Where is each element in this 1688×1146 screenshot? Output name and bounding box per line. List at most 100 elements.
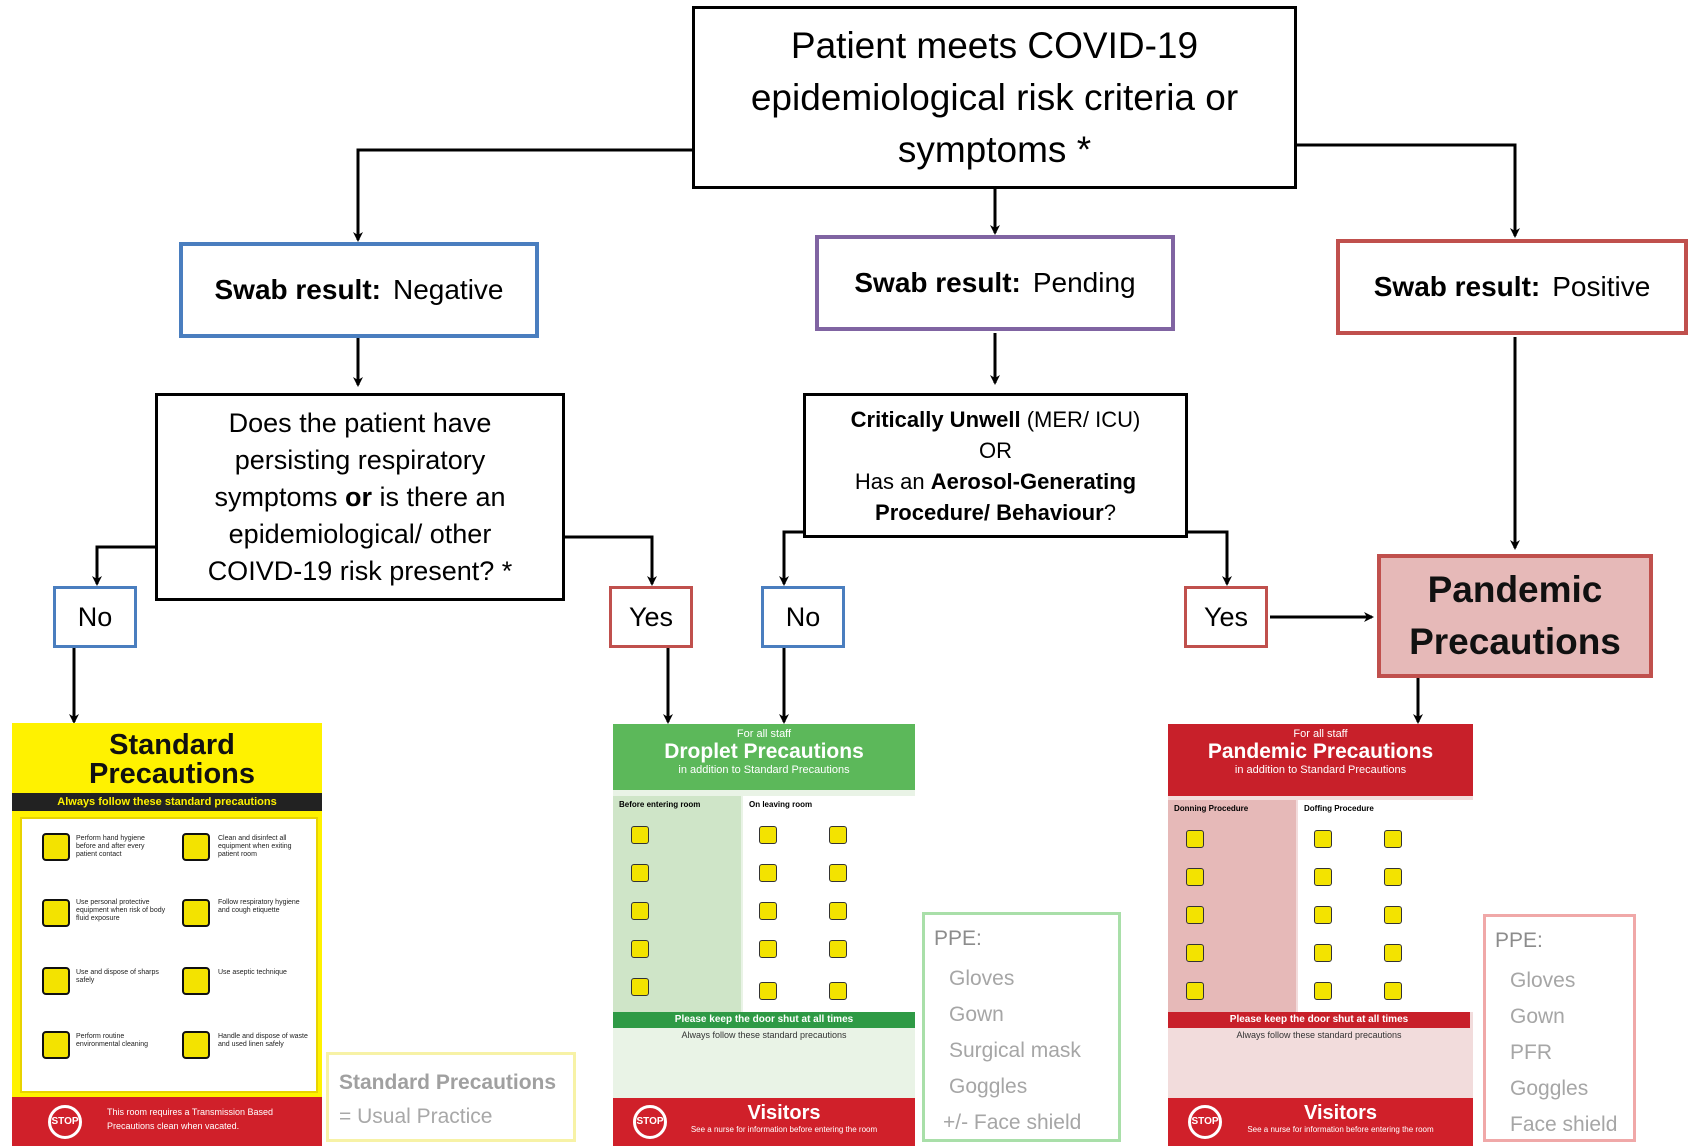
answer-yes-left: Yes <box>609 586 693 648</box>
question-line-4: epidemiological/ other <box>228 518 492 549</box>
standard-note-line-1: Standard Precautions <box>339 1071 557 1094</box>
poster-item: Use and dispose of sharps safely <box>76 969 159 984</box>
poster-visitors-bar: STOP Visitors See a nurse for informatio… <box>613 1098 915 1146</box>
poster-column-right: On leaving room <box>743 796 915 1012</box>
step-icon <box>1186 982 1204 1000</box>
poster-items-panel: Perform hand hygiene before and after ev… <box>20 817 318 1093</box>
aseptic-icon <box>182 967 210 995</box>
poster-column-left: Donning Procedure <box>1168 800 1296 1012</box>
ppe-pandemic-box: PPE: Gloves Gown PFR Goggles Face shield <box>1483 914 1636 1142</box>
ppe-label: PPE: <box>934 927 982 950</box>
step-icon <box>759 902 777 920</box>
root-line-3: symptoms * <box>897 128 1092 170</box>
ppe-item: PFR <box>1510 1041 1552 1064</box>
swab-label: Swab result: <box>214 274 381 305</box>
step-icon <box>829 826 847 844</box>
standard-note-box: Standard Precautions = Usual Practice <box>326 1052 576 1142</box>
poster-door-bar: Please keep the door shut at all times <box>1168 1012 1470 1028</box>
poster-visitors-bar: STOP Visitors See a nurse for informatio… <box>1168 1098 1473 1146</box>
poster-header: For all staff Droplet Precautions in add… <box>613 724 915 790</box>
step-icon <box>631 902 649 920</box>
critical-line-4: Procedure/ Behaviour? <box>875 499 1116 525</box>
poster-item: Perform routine environmental cleaning <box>76 1033 148 1048</box>
pandemic-line-2: Precautions <box>1409 621 1621 662</box>
poster-footer: STOP This room requires a Transmission B… <box>12 1097 322 1146</box>
step-icon <box>631 978 649 996</box>
waste-bin-icon <box>182 1031 210 1059</box>
step-icon <box>759 864 777 882</box>
step-icon <box>759 940 777 958</box>
hand-hygiene-icon <box>42 833 70 861</box>
sharps-icon <box>42 967 70 995</box>
step-icon <box>1384 944 1402 962</box>
step-icon <box>631 826 649 844</box>
poster-item: Clean and disinfect all equipment when e… <box>218 835 292 858</box>
stop-sign-icon: STOP <box>633 1105 667 1139</box>
step-icon <box>1314 868 1332 886</box>
step-icon <box>1314 906 1332 924</box>
poster-title: Droplet Precautions <box>664 740 864 763</box>
standard-precautions-poster: Standard Precautions Always follow these… <box>12 723 322 1146</box>
step-icon <box>829 982 847 1000</box>
step-icon <box>829 940 847 958</box>
step-icon <box>1186 830 1204 848</box>
critical-or: OR <box>979 437 1012 463</box>
swab-label: Swab result: <box>1373 271 1541 302</box>
root-line-1: Patient meets COVID-19 <box>790 24 1199 66</box>
critical-line-3: Has an Aerosol-Generating <box>854 468 1137 494</box>
swab-pending-value: Pending <box>1032 267 1136 298</box>
poster-title: Pandemic Precautions <box>1207 740 1434 763</box>
arrow-root-to-positive <box>1297 143 1520 238</box>
step-icon <box>1186 944 1204 962</box>
ppe-icon <box>42 899 70 927</box>
swab-positive-value: Positive <box>1552 271 1651 302</box>
step-icon <box>631 940 649 958</box>
poster-item: Follow respiratory hygiene and cough eti… <box>218 899 300 914</box>
step-icon <box>759 826 777 844</box>
step-icon <box>1186 868 1204 886</box>
step-icon <box>1384 830 1402 848</box>
pandemic-line-1: Pandemic <box>1427 569 1603 610</box>
poster-item: Use aseptic technique <box>218 969 287 976</box>
question-respiratory-box: Does the patient have persisting respira… <box>155 393 565 601</box>
poster-header: For all staff Pandemic Precautions in ad… <box>1168 724 1473 796</box>
stethoscope-icon <box>182 833 210 861</box>
question-critical-box: Critically Unwell (MER/ ICU) OR Has an A… <box>803 393 1188 538</box>
step-icon <box>1314 830 1332 848</box>
poster-door-bar: Please keep the door shut at all times <box>613 1012 915 1028</box>
stop-sign-icon: STOP <box>1188 1105 1222 1139</box>
step-icon <box>829 864 847 882</box>
arrow-critical-to-no <box>779 530 803 586</box>
poster-title: Standard Precautions <box>89 729 255 790</box>
cleaning-icon <box>42 1031 70 1059</box>
pandemic-precautions-poster: For all staff Pandemic Precautions in ad… <box>1168 724 1473 1146</box>
question-line-5: COIVD-19 risk present? * <box>207 555 513 586</box>
root-line-2: epidemiological risk criteria or <box>750 76 1239 118</box>
ppe-item: Goggles <box>949 1075 1028 1098</box>
swab-pending-box: Swab result: Pending <box>815 235 1175 331</box>
ppe-item: Gown <box>1510 1005 1565 1028</box>
step-icon <box>1384 868 1402 886</box>
ppe-item: +/- Face shield <box>943 1111 1082 1134</box>
droplet-precautions-poster: For all staff Droplet Precautions in add… <box>613 724 915 1146</box>
swab-negative-box: Swab result: Negative <box>179 242 539 338</box>
ppe-item: Gloves <box>1510 969 1576 992</box>
step-icon <box>1384 906 1402 924</box>
poster-item: Use personal protective equipment when r… <box>76 899 166 922</box>
ppe-item: Face shield <box>1510 1113 1618 1136</box>
answer-no-left: No <box>53 586 137 648</box>
poster-column-left: Before entering room <box>613 796 741 1012</box>
arrow-question-to-no <box>92 545 155 586</box>
step-icon <box>631 864 649 882</box>
question-line-1: Does the patient have <box>228 407 492 438</box>
poster-band: Always follow these standard precautions <box>12 793 322 811</box>
arrow-question-to-yes <box>563 535 657 586</box>
critical-line-1: Critically Unwell (MER/ ICU) <box>850 406 1141 432</box>
poster-always-text: Always follow these standard precautions <box>1236 1030 1402 1040</box>
poster-always-text: Always follow these standard precautions <box>681 1030 847 1040</box>
step-icon <box>759 982 777 1000</box>
question-line-2: persisting respiratory <box>234 444 486 475</box>
step-icon <box>1314 944 1332 962</box>
arrow-root-to-negative <box>353 148 692 242</box>
